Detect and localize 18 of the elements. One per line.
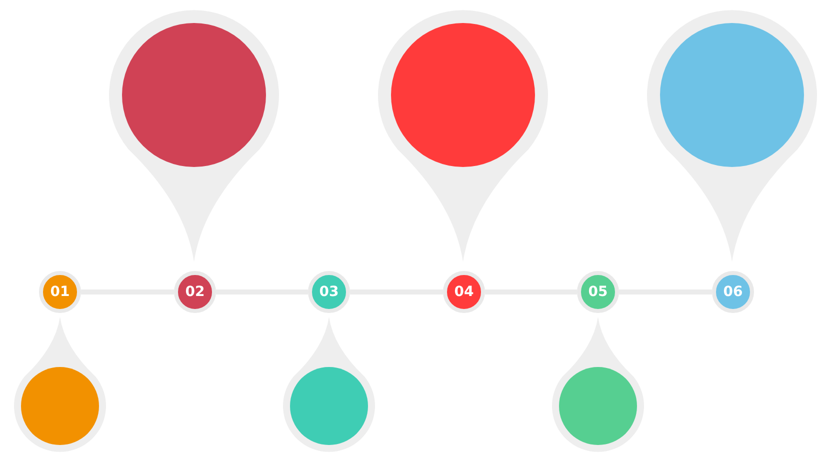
step-number: 04 xyxy=(454,285,474,299)
step-circle xyxy=(308,271,350,313)
map-pin xyxy=(552,317,644,452)
step-number: 02 xyxy=(185,285,205,299)
step-circle xyxy=(39,271,81,313)
map-pin xyxy=(283,317,375,452)
map-pin xyxy=(14,317,106,452)
step-circle xyxy=(174,271,216,313)
map-pin xyxy=(109,10,279,262)
step-circle xyxy=(443,271,485,313)
step-number: 03 xyxy=(319,285,339,299)
step-number: 05 xyxy=(588,285,608,299)
map-pin xyxy=(378,10,548,262)
step-circle xyxy=(577,271,619,313)
step-number: 06 xyxy=(723,285,743,299)
step-number: 01 xyxy=(50,285,70,299)
step-circle xyxy=(712,271,754,313)
map-pin xyxy=(647,10,817,262)
